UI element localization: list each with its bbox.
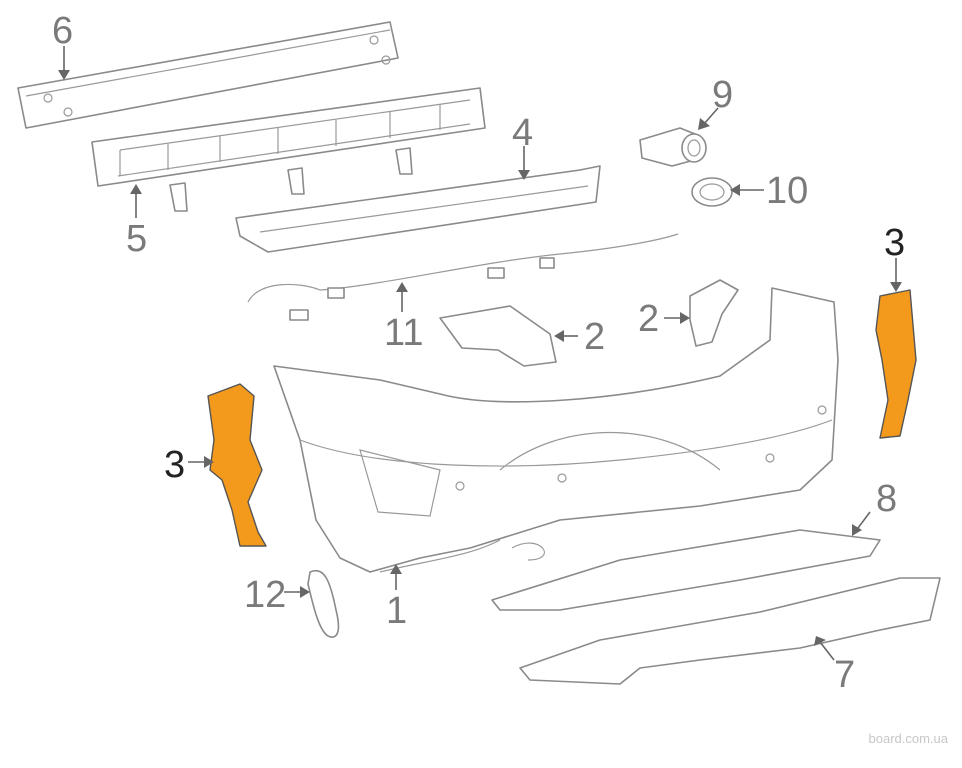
- callout-8: 8: [876, 478, 898, 520]
- callout-1: 1: [386, 590, 408, 632]
- callout-7: 7: [834, 654, 856, 696]
- callout-10: 10: [766, 170, 809, 212]
- part-5-energy-absorber: [91, 87, 486, 212]
- part-8-lower-valance: [491, 529, 881, 611]
- callout-2-center: 2: [584, 316, 606, 358]
- part-4-bumper-bracket: [235, 165, 601, 253]
- part-11-wiring-harness: [247, 233, 679, 321]
- part-10-sensor-grommet: [691, 177, 733, 207]
- part-2-right-bracket: [689, 279, 739, 347]
- part-7-diffuser: [519, 577, 941, 685]
- part-6-reinforcement-bar: [17, 21, 399, 129]
- callout-2-right: 2: [638, 298, 660, 340]
- part-9-parking-sensor: [639, 127, 707, 167]
- callout-5: 5: [126, 218, 148, 260]
- part-3-left-bracket-highlighted: [207, 383, 267, 547]
- callout-3-left: 3: [164, 444, 186, 486]
- callout-3-right: 3: [884, 222, 906, 264]
- watermark: board.com.ua: [868, 731, 949, 746]
- part-2-center-bracket: [439, 305, 557, 367]
- callout-12: 12: [244, 574, 287, 616]
- callout-9: 9: [712, 74, 734, 116]
- callout-11: 11: [384, 312, 424, 354]
- part-3-right-bracket-highlighted: [875, 289, 917, 439]
- callout-6: 6: [52, 10, 74, 52]
- part-12-reflector: [307, 569, 340, 638]
- part-1-bumper-cover: [273, 287, 839, 573]
- callout-arrows: [58, 46, 902, 661]
- callout-4: 4: [512, 112, 534, 154]
